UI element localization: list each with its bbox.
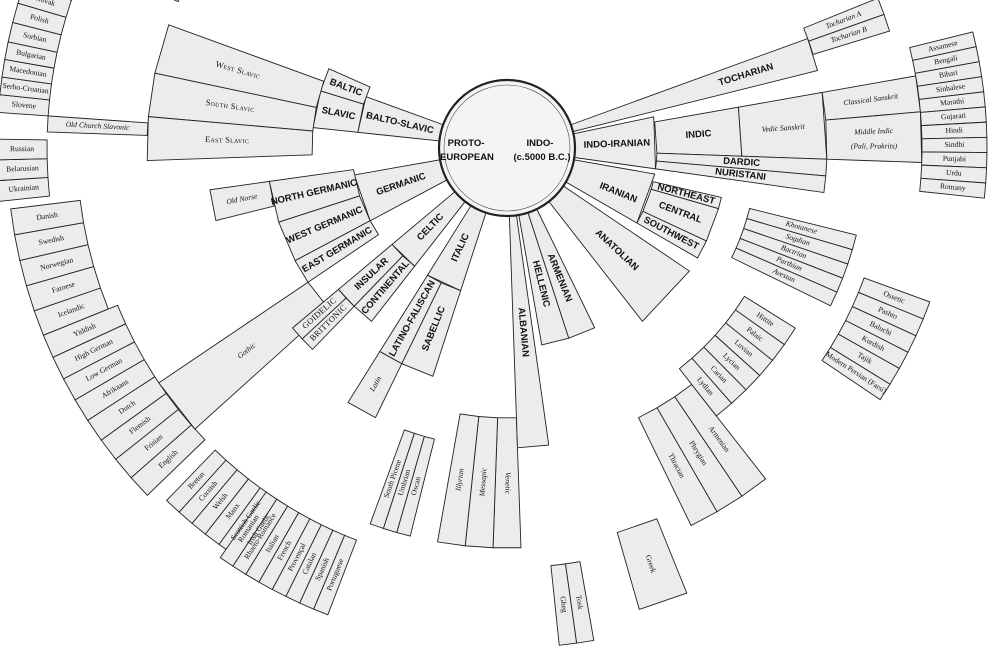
north-germanic-lang-cell xyxy=(10,199,85,236)
south-slavic-lang-cell xyxy=(4,41,58,69)
east-slavic-label: East Slavic xyxy=(205,134,249,145)
west-slavic-lang-label: Slovak xyxy=(34,0,57,8)
albanian-col-lang-label: Venetic xyxy=(503,472,512,495)
albanian-col-lang-label: Illyrian xyxy=(453,468,465,493)
west-germanic-lang-cell xyxy=(42,304,127,358)
south-slavic-lang-label: Slovene xyxy=(11,99,37,110)
east-slavic-lang-label: Ukrainian xyxy=(8,182,39,194)
anatolian-lang-cell xyxy=(678,357,733,417)
indic-lang-label: Gujarati xyxy=(941,111,966,122)
albanian-col-lang-cell xyxy=(437,413,480,547)
south-slavic-lang-cell xyxy=(0,94,51,117)
indic-lang-label: Punjabi xyxy=(943,154,966,164)
middle-indic-label: Middle Indic xyxy=(853,126,894,137)
ocs-label: Old Church Slavonic xyxy=(65,120,130,132)
tocharian-lang-cell xyxy=(808,13,891,56)
dardic-label: DARDIC xyxy=(723,156,761,169)
old-prussian-segment xyxy=(173,0,180,3)
celtic-lang-cell xyxy=(165,449,227,513)
west-slavic-lang-cell xyxy=(17,0,72,18)
indic-lang-cell xyxy=(919,177,987,199)
latin-segment xyxy=(347,350,403,419)
indic-label: INDIC xyxy=(685,128,712,141)
albanian-lang-label: Tosk xyxy=(574,594,585,610)
hellenic-lang-cell xyxy=(616,518,688,610)
indic-lang-label: Sindhi xyxy=(945,140,965,149)
north-germanic-lang-label: Danish xyxy=(36,210,59,222)
root-circle-inner xyxy=(443,84,571,212)
indic-lang-label: Hindi xyxy=(945,125,963,135)
east-germanic-segment xyxy=(294,220,380,283)
east-slavic-segment xyxy=(146,116,314,162)
albanian-col-lang-label: Messapic xyxy=(477,467,488,498)
southwest-segment xyxy=(636,210,708,259)
east-slavic-lang-cell xyxy=(0,138,48,161)
indo-iranian-label: INDO-IRANIAN xyxy=(584,138,651,151)
root-label-date: (c.5000 B.C.) xyxy=(513,152,570,163)
old-norse-segment xyxy=(209,180,275,222)
root-label-proto: PROTO- xyxy=(448,138,485,149)
albanian-label: ALBANIAN xyxy=(515,307,530,358)
romance-lang-cell xyxy=(219,491,278,567)
gothic-segment xyxy=(158,281,330,430)
iranian-sw-lang-cell xyxy=(821,346,891,401)
east-slavic-lang-cell xyxy=(0,176,51,202)
vedic-sanskrit-label: Vedic Sanskrit xyxy=(761,122,806,134)
root-circle xyxy=(437,78,577,218)
indic-lang-label: Marathi xyxy=(940,96,965,107)
indic-lang-label: Bihari xyxy=(938,68,958,80)
root-label-european: EUROPEAN xyxy=(440,152,494,163)
east-slavic-lang-cell xyxy=(0,158,49,181)
ocs-segment xyxy=(46,115,149,136)
brittonic-segment xyxy=(301,297,355,351)
albanian-lang-label: Gheg xyxy=(558,596,569,614)
armenian-lang-cell xyxy=(637,407,718,527)
nuristani-segment xyxy=(655,160,827,194)
indic-lang-label: Romany xyxy=(940,181,967,192)
middle-indic-sub-label: (Pali, Prakrits) xyxy=(851,141,898,150)
root-label-indo: INDO- xyxy=(527,138,554,149)
middle-indic-segment xyxy=(825,111,923,163)
indic-lang-label: Sinhalese xyxy=(935,81,966,94)
albanian-lang-cell xyxy=(550,563,578,646)
iranian-central-lang-cell xyxy=(731,247,838,307)
east-slavic-lang-label: Russian xyxy=(10,144,34,153)
east-slavic-lang-label: Belarusian xyxy=(6,163,39,173)
sabellic-lang-cell xyxy=(369,429,415,529)
indic-lang-label: Urdu xyxy=(946,168,962,178)
